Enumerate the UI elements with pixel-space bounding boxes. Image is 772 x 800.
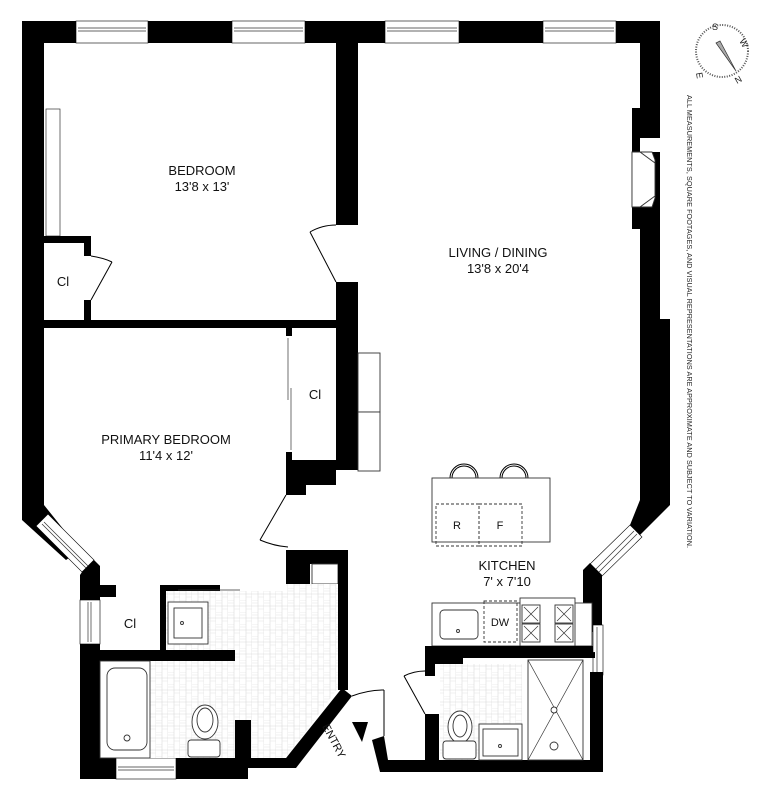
- toilet-main-bath: [187, 704, 221, 758]
- closet-label-primary: Cl: [308, 387, 322, 402]
- window-left-closet: [79, 599, 101, 645]
- exterior-wall-left: [22, 21, 80, 560]
- exterior-wall-bottom-left: [80, 758, 116, 779]
- disclaimer-container: ALL MEASUREMENTS, SQUARE FOOTAGES, AND V…: [684, 95, 698, 548]
- kitchen-counter: [431, 597, 593, 647]
- door-bedroom[interactable]: [309, 224, 337, 283]
- svg-text:W: W: [737, 37, 750, 50]
- bath-sink: [167, 601, 209, 645]
- exterior-wall-bottom-right: [380, 760, 603, 772]
- exterior-wall-right: [630, 21, 670, 535]
- compass-icon: S W N E: [694, 22, 750, 86]
- interior-wall-bedroom-living: [336, 43, 358, 467]
- svg-text:N: N: [733, 74, 744, 86]
- dishwasher-label: DW: [490, 617, 510, 629]
- interior-wall-bedrooms: [44, 320, 336, 328]
- room-name: PRIMARY BEDROOM: [101, 432, 231, 447]
- primary-closet: [286, 328, 358, 495]
- disclaimer-text: ALL MEASUREMENTS, SQUARE FOOTAGES, AND V…: [685, 95, 694, 549]
- window-left-diagonal: [35, 513, 95, 573]
- exterior-wall-bottom: [176, 758, 248, 779]
- room-name: LIVING / DINING: [448, 245, 548, 260]
- window-bath: [115, 757, 177, 780]
- bedroom-closet: [44, 108, 113, 320]
- kitchen-bath-wall: [425, 646, 593, 658]
- room-label-bedroom: BEDROOM 13'8 x 13': [168, 163, 235, 195]
- window-top: [75, 20, 617, 44]
- closet-label-bedroom: Cl: [56, 274, 70, 289]
- living-shelving: [357, 352, 381, 472]
- second-bath: [403, 658, 584, 764]
- window-kitchen: [592, 624, 604, 676]
- entry-door[interactable]: [351, 689, 385, 736]
- svg-text:S: S: [712, 22, 718, 32]
- entry-arrow-icon: [352, 722, 368, 742]
- room-dims: 13'8 x 13': [174, 179, 230, 194]
- room-name: BEDROOM: [168, 163, 236, 178]
- bath-walls: [100, 550, 348, 760]
- room-label-living-dining: LIVING / DINING 13'8 x 20'4: [449, 245, 548, 277]
- refrigerator-label: R: [453, 520, 461, 532]
- room-dims: 13'8 x 20'4: [466, 261, 530, 276]
- room-name: KITCHEN: [478, 558, 536, 573]
- room-label-primary-bedroom: PRIMARY BEDROOM 11'4 x 12': [101, 432, 231, 464]
- bathtub: [99, 660, 151, 759]
- room-dims: 7' x 7'10: [483, 574, 531, 589]
- freezer-label: F: [496, 520, 504, 532]
- kitchen-island: [431, 463, 551, 547]
- door-primary-bedroom[interactable]: [259, 494, 289, 548]
- closet-label-hall: Cl: [123, 616, 137, 631]
- room-label-kitchen: KITCHEN 7' x 7'10: [478, 558, 535, 590]
- svg-text:E: E: [694, 72, 705, 80]
- room-dims: 11'4 x 12': [139, 448, 193, 463]
